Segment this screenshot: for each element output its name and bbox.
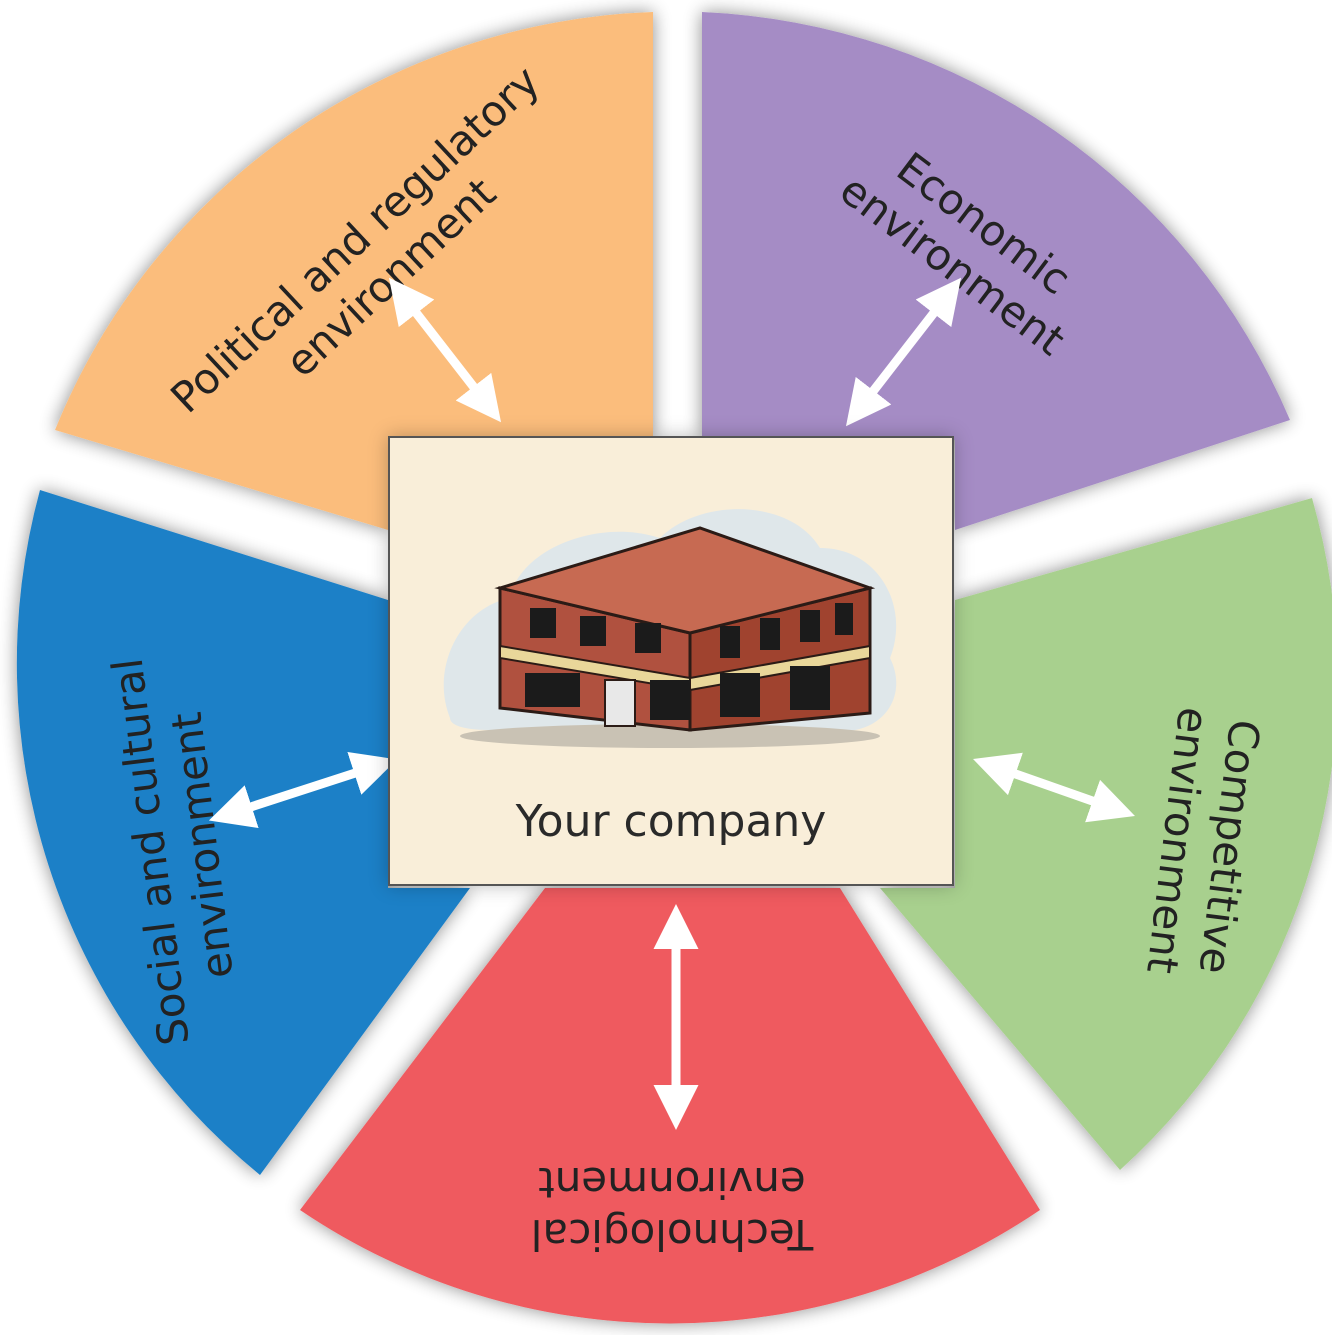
- label-technological: Technological environment: [531, 1158, 815, 1259]
- double-arrow-icon-social: [208, 751, 398, 829]
- building-icon: [443, 509, 897, 748]
- technological-line-1: Technological: [531, 1210, 815, 1259]
- segment-political-regulatory: [55, 12, 653, 530]
- double-arrow-icon-political: [388, 277, 502, 423]
- segment-social-cultural: [16, 490, 470, 1175]
- double-arrow-icon-competitive: [973, 752, 1135, 823]
- technological-line-2: environment: [538, 1158, 805, 1207]
- company-label: Your company: [515, 796, 827, 847]
- double-arrow-icon-economic: [845, 277, 962, 427]
- segment-competitive: [880, 498, 1332, 1170]
- company-box: Your company: [388, 436, 954, 886]
